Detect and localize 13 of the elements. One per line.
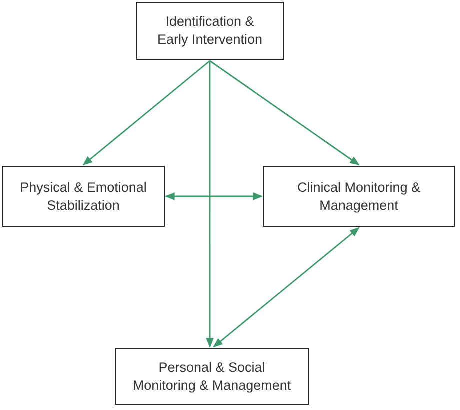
arrow [210,60,360,166]
process-box [136,2,284,60]
arrow [82,60,210,166]
box-label: Identification & Early Intervention [156,13,264,49]
process-box [263,166,455,227]
process-box [2,166,165,227]
arrow [165,192,263,200]
box-label: Personal & Social Monitoring & Management [132,358,292,394]
arrow [206,61,214,348]
box-label: Physical & Emotional Stabilization [19,178,148,214]
box-label: Clinical Monitoring & Management [296,178,422,214]
process-box [115,348,309,405]
arrow [213,227,360,348]
